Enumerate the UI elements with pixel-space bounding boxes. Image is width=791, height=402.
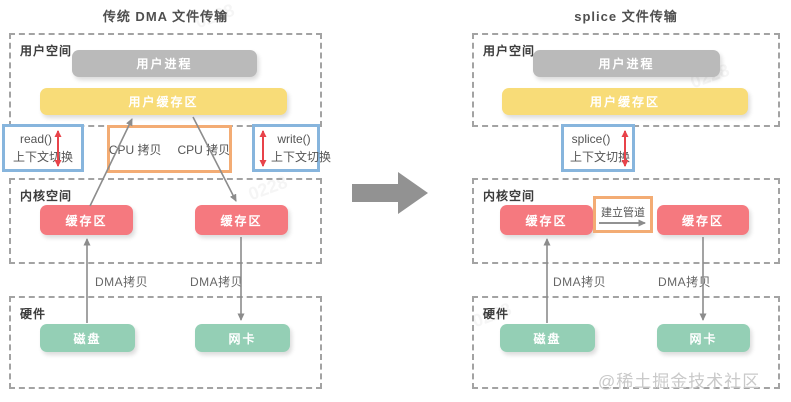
left-kernel-space-label: 内核空间	[20, 189, 73, 203]
left-write-syscall-box: write() 上下文切换	[252, 124, 332, 172]
cpu-copy-label-1: CPU 拷贝	[108, 142, 162, 157]
read-call-label: read()	[19, 132, 52, 146]
splice-switch-label: 上下文切换	[570, 150, 631, 164]
right-dma-copy-label-nic: DMA拷贝	[658, 275, 712, 289]
right-diagram-title: splice 文件传输	[574, 9, 678, 24]
right-kernel-buffer-left-node: 缓存区	[500, 205, 593, 235]
transform-arrow-icon	[352, 172, 428, 214]
left-user-buffer-node: 用户缓存区	[40, 88, 287, 115]
left-user-space-label: 用户空间	[20, 44, 73, 58]
right-nic-node: 网卡	[657, 324, 750, 352]
site-watermark: @稀土掘金技术社区	[598, 372, 761, 391]
right-hardware-zone: 硬件	[472, 296, 780, 389]
pipe-label: 建立管道	[601, 207, 645, 219]
left-hardware-label: 硬件	[20, 307, 47, 321]
left-read-syscall-box: read() 上下文切换	[2, 124, 84, 172]
cpu-copy-label-2: CPU 拷贝	[177, 142, 231, 157]
left-disk-node: 磁盘	[40, 324, 135, 352]
left-kernel-buffer-right-node: 缓存区	[195, 205, 288, 235]
left-hardware-zone: 硬件	[9, 296, 322, 389]
left-nic-node: 网卡	[195, 324, 290, 352]
right-disk-node: 磁盘	[500, 324, 595, 352]
left-user-process-node: 用户进程	[72, 50, 257, 77]
right-user-process-node: 用户进程	[533, 50, 720, 77]
right-user-space-label: 用户空间	[483, 44, 536, 58]
right-user-buffer-node: 用户缓存区	[502, 88, 748, 115]
write-call-label: write()	[277, 132, 311, 146]
left-kernel-space-zone: 内核空间	[9, 178, 322, 264]
left-dma-copy-label-nic: DMA拷贝	[190, 275, 244, 289]
right-kernel-space-zone: 内核空间	[472, 178, 780, 264]
right-kernel-space-label: 内核空间	[483, 189, 536, 203]
splice-call-label: splice()	[571, 132, 611, 146]
right-splice-syscall-box: splice() 上下文切换	[561, 124, 635, 172]
left-dma-copy-label-disk: DMA拷贝	[95, 275, 149, 289]
right-dma-copy-label-disk: DMA拷贝	[553, 275, 607, 289]
left-cpu-copy-box: CPU 拷贝 CPU 拷贝	[107, 125, 232, 173]
left-diagram-title: 传统 DMA 文件传输	[102, 9, 229, 24]
right-hardware-label: 硬件	[483, 307, 510, 321]
pipe-box: 建立管道	[593, 196, 653, 233]
left-kernel-buffer-left-node: 缓存区	[40, 205, 133, 235]
write-switch-label: 上下文切换	[271, 150, 332, 164]
right-kernel-buffer-right-node: 缓存区	[657, 205, 749, 235]
read-switch-label: 上下文切换	[13, 150, 74, 164]
